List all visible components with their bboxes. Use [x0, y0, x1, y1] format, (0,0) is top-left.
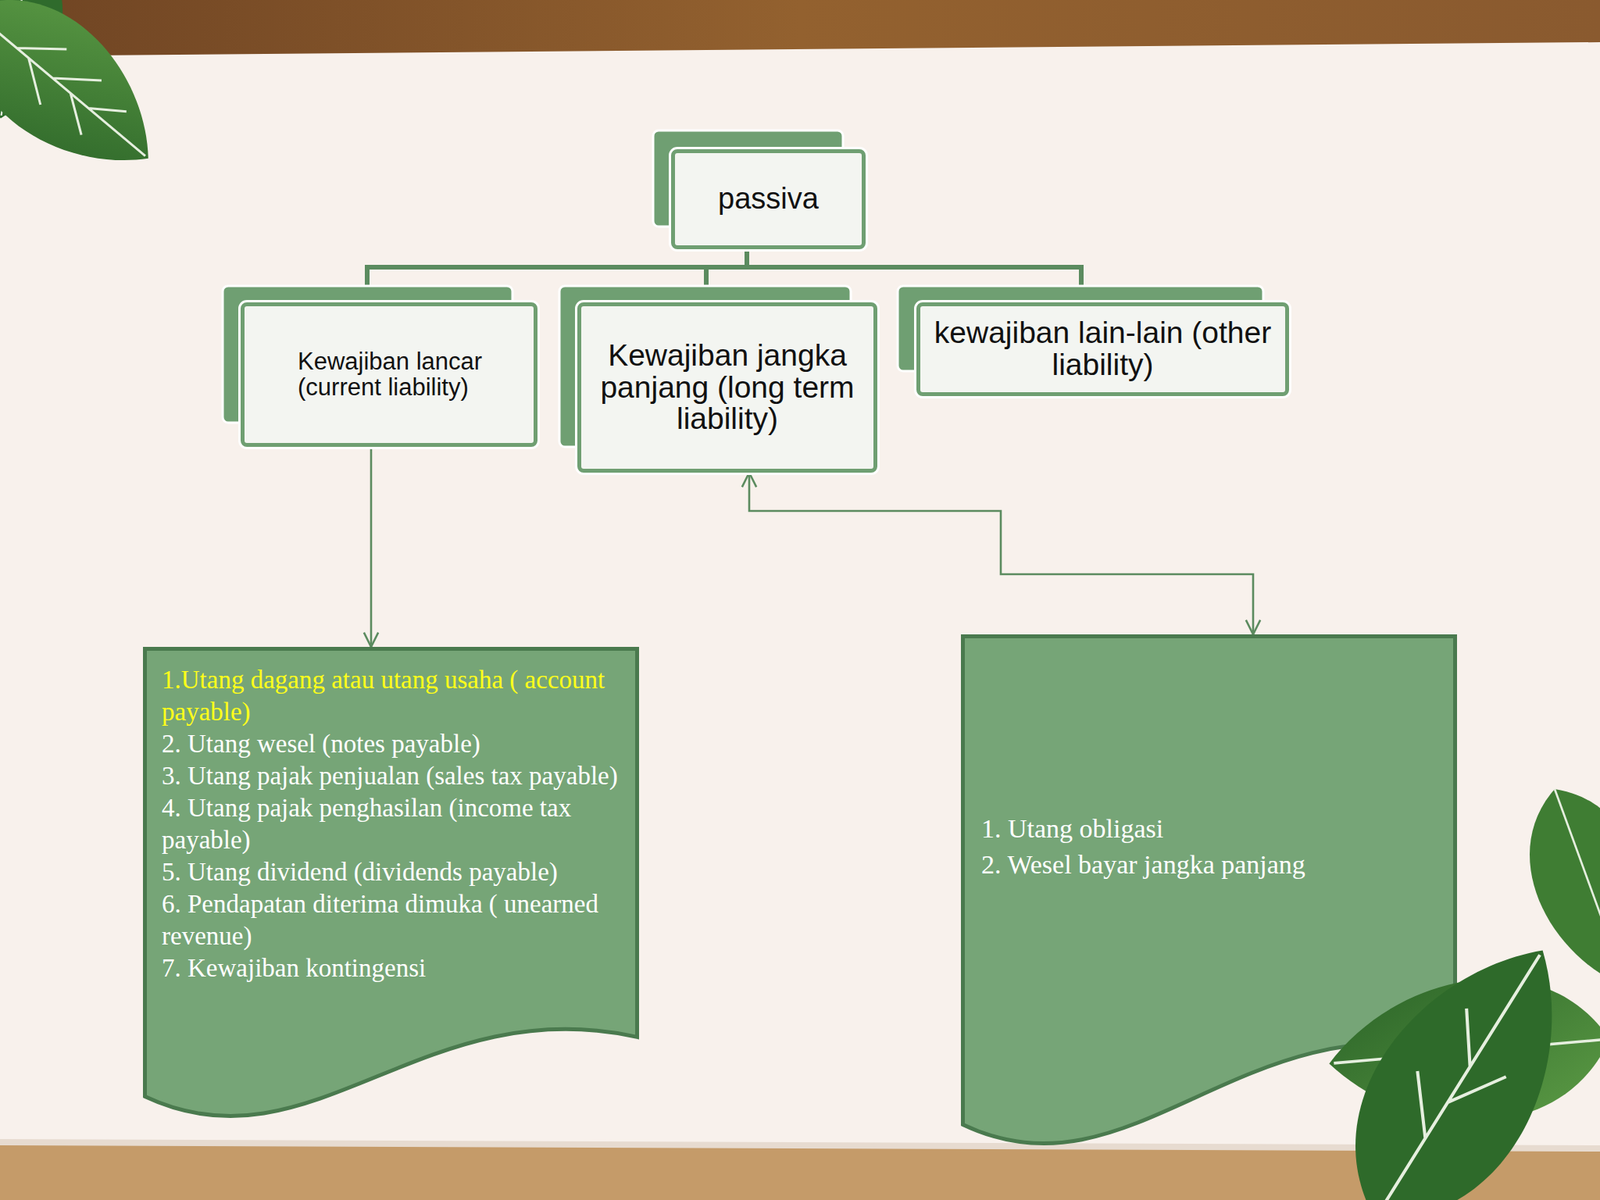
leaf — [1504, 771, 1600, 1006]
node-label: Kewajiban lancar (current liability) — [297, 349, 522, 400]
leaf — [1323, 968, 1600, 1134]
list-item: 4. Utang pajak penghasilan (income tax p… — [161, 792, 622, 857]
leaf-blade — [1504, 771, 1600, 1006]
document-fill — [963, 636, 1456, 1144]
leaf-vein — [1339, 932, 1571, 1200]
leaf — [0, 0, 186, 204]
connector — [749, 472, 1254, 635]
node-label: passiva — [679, 183, 858, 215]
list-item: 3. Utang pajak penjualan (sales tax paya… — [161, 760, 622, 793]
leaf-vein — [0, 0, 166, 178]
list-item: 1. Utang obligasi — [981, 810, 1440, 847]
leaf-vein — [1554, 789, 1600, 984]
node-label: Kewajiban jangka panjang (long term liab… — [592, 339, 863, 436]
document-outline — [960, 634, 1458, 1148]
list-item: 6. Pendapatan diterima dimuka ( unearned… — [161, 888, 622, 953]
leaf — [1307, 908, 1600, 1200]
connector — [370, 446, 373, 647]
leaf-blade — [1307, 908, 1600, 1200]
leaf — [0, 0, 75, 126]
leaf-blade — [1323, 968, 1600, 1134]
list-item: 2. Utang wesel (notes payable) — [161, 728, 622, 761]
category-box: Kewajiban lancar (current liability) — [240, 302, 538, 447]
node-label: kewajiban lain-lain (other liability) — [923, 317, 1283, 382]
list-item: 7. Kewajiban kontingensi — [161, 952, 622, 985]
document-shape: 1.Utang dagang atau utang usaha ( accoun… — [142, 646, 640, 1123]
leaf-vein — [1, 0, 32, 116]
document-fill — [145, 649, 638, 1117]
paper-sheet — [0, 42, 1600, 1146]
list-item: 1.Utang dagang atau utang usaha ( accoun… — [161, 664, 622, 729]
category-box: Kewajiban jangka panjang (long term liab… — [577, 302, 878, 473]
category-box: passiva — [671, 149, 866, 250]
leaf-blade — [0, 0, 186, 204]
list-item: 2. Wesel bayar jangka panjang — [981, 846, 1440, 883]
category-box: kewajiban lain-lain (other liability) — [916, 302, 1290, 397]
list-item: 5. Utang dividend (dividends payable) — [161, 856, 622, 889]
leaf-vein — [1331, 1005, 1600, 1101]
document-shape: 1. Utang obligasi2. Wesel bayar jangka p… — [960, 634, 1458, 1148]
leaf-blade — [0, 0, 75, 126]
